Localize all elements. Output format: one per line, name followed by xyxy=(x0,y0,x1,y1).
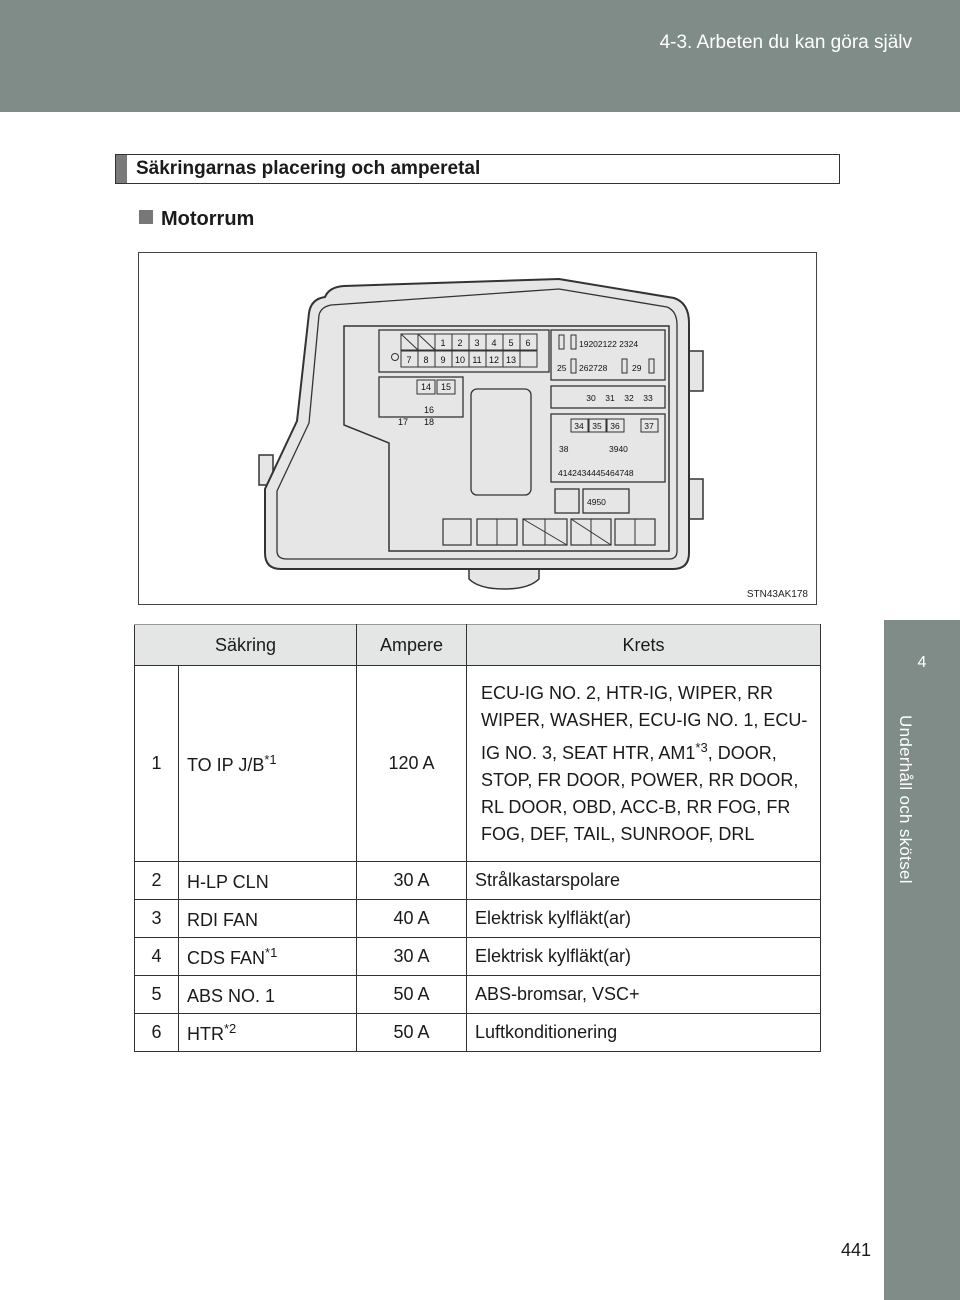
header-fuse: Säkring xyxy=(134,624,357,666)
fuse-circuit: Elektrisk kylfläkt(ar) xyxy=(466,899,821,938)
chapter-number: 4 xyxy=(917,654,927,671)
fuse-label-13: 13 xyxy=(506,355,516,365)
fuse-circuit: Strålkastarspolare xyxy=(466,861,821,900)
fuse-number: 3 xyxy=(134,899,179,938)
fuse-label-25: 25 xyxy=(557,363,567,373)
fuse-label-39-40: 3940 xyxy=(609,444,628,454)
header-bar: 4-3. Arbeten du kan göra själv xyxy=(0,0,960,112)
fuse-label-17: 17 xyxy=(398,417,408,427)
table-row: 5 ABS NO. 1 50 A ABS-bromsar, VSC+ xyxy=(134,975,821,1014)
header-ampere: Ampere xyxy=(356,624,467,666)
fuse-ampere: 120 A xyxy=(356,665,467,862)
fuse-name: TO IP J/B*1 xyxy=(178,665,357,862)
figure-code: STN43AK178 xyxy=(746,589,808,600)
fuse-label-49-50: 4950 xyxy=(587,497,606,507)
section-title: 4-3. Arbeten du kan göra själv xyxy=(659,32,912,53)
fuse-number: 6 xyxy=(134,1013,179,1052)
fuse-label-2: 2 xyxy=(457,338,462,348)
fuse-name: H-LP CLN xyxy=(178,861,357,900)
fuse-circuit: ABS-bromsar, VSC+ xyxy=(466,975,821,1014)
header-circuit: Krets xyxy=(466,624,821,666)
fuse-label-4: 4 xyxy=(491,338,496,348)
subsection-text: Motorrum xyxy=(161,208,255,230)
fuse-name: ABS NO. 1 xyxy=(178,975,357,1014)
fuse-label-7: 7 xyxy=(406,355,411,365)
fuse-label-11: 11 xyxy=(472,355,481,365)
fuse-ampere: 30 A xyxy=(356,861,467,900)
fuse-label-8: 8 xyxy=(423,355,428,365)
table-row: 2 H-LP CLN 30 A Strålkastarspolare xyxy=(134,861,821,900)
fuse-label-9: 9 xyxy=(440,355,445,365)
chapter-rail xyxy=(884,702,960,1300)
fuse-label-31: 31 xyxy=(605,393,615,403)
fuse-label-19-24: 19202122 2324 xyxy=(579,339,638,349)
fuse-label-30: 30 xyxy=(586,393,596,403)
fuse-label-41-48: 4142434445464748 xyxy=(558,468,634,478)
chapter-tab: 4 xyxy=(884,620,960,702)
chapter-label: Underhåll och skötsel xyxy=(896,715,915,884)
fuse-label-16: 16 xyxy=(424,405,434,415)
fuse-label-6: 6 xyxy=(525,338,530,348)
fuse-circuit: Luftkonditionering xyxy=(466,1013,821,1052)
fuse-label-32: 32 xyxy=(624,393,634,403)
fuse-label-33: 33 xyxy=(643,393,653,403)
fuse-number: 2 xyxy=(134,861,179,900)
fuse-label-15: 15 xyxy=(441,382,451,392)
fuse-number: 5 xyxy=(134,975,179,1014)
fuse-label-10: 10 xyxy=(455,355,465,365)
table-row: 3 RDI FAN 40 A Elektrisk kylfläkt(ar) xyxy=(134,899,821,938)
fuse-label-26-28: 262728 xyxy=(579,363,608,373)
section-heading: Säkringarnas placering och amperetal xyxy=(115,154,840,184)
square-bullet-icon xyxy=(139,210,153,224)
fuse-label-37: 37 xyxy=(644,421,654,431)
fuse-label-38: 38 xyxy=(559,444,569,454)
fuse-label-12: 12 xyxy=(489,355,499,365)
fuse-table: Säkring Ampere Krets 1 TO IP J/B*1 120 A… xyxy=(134,624,821,1052)
table-row: 4 CDS FAN*1 30 A Elektrisk kylfläkt(ar) xyxy=(134,937,821,976)
fuse-label-18: 18 xyxy=(424,417,434,427)
fuse-name: RDI FAN xyxy=(178,899,357,938)
subsection-title: Motorrum xyxy=(139,208,254,231)
fuse-ampere: 30 A xyxy=(356,937,467,976)
heading-accent xyxy=(116,155,127,183)
fuse-label-34: 34 xyxy=(574,421,584,431)
fuse-label-29: 29 xyxy=(632,363,642,373)
table-row: 6 HTR*2 50 A Luftkonditionering xyxy=(134,1013,821,1052)
fuse-box-figure: 1 2 3 4 5 6 7 8 9 10 11 12 13 14 15 16 1… xyxy=(138,252,817,605)
section-heading-text: Säkringarnas placering och amperetal xyxy=(136,158,481,179)
fuse-number: 1 xyxy=(134,665,179,862)
fuse-number: 4 xyxy=(134,937,179,976)
table-header-row: Säkring Ampere Krets xyxy=(134,624,821,666)
fuse-circuit: Elektrisk kylfläkt(ar) xyxy=(466,937,821,976)
table-row: 1 TO IP J/B*1 120 A ECU-IG NO. 2, HTR-IG… xyxy=(134,665,821,862)
fuse-name: HTR*2 xyxy=(178,1013,357,1052)
fuse-label-35: 35 xyxy=(592,421,602,431)
fuse-label-14: 14 xyxy=(421,382,431,392)
fuse-box-diagram: 1 2 3 4 5 6 7 8 9 10 11 12 13 14 15 16 1… xyxy=(258,277,704,590)
fuse-name: CDS FAN*1 xyxy=(178,937,357,976)
fuse-label-3: 3 xyxy=(474,338,479,348)
fuse-label-5: 5 xyxy=(508,338,513,348)
fuse-circuit: ECU-IG NO. 2, HTR-IG, WIPER, RR WIPER, W… xyxy=(466,665,821,862)
fuse-ampere: 50 A xyxy=(356,975,467,1014)
fuse-label-36: 36 xyxy=(610,421,620,431)
fuse-ampere: 40 A xyxy=(356,899,467,938)
fuse-ampere: 50 A xyxy=(356,1013,467,1052)
page-number: 441 xyxy=(841,1240,872,1260)
fuse-label-1: 1 xyxy=(440,338,445,348)
